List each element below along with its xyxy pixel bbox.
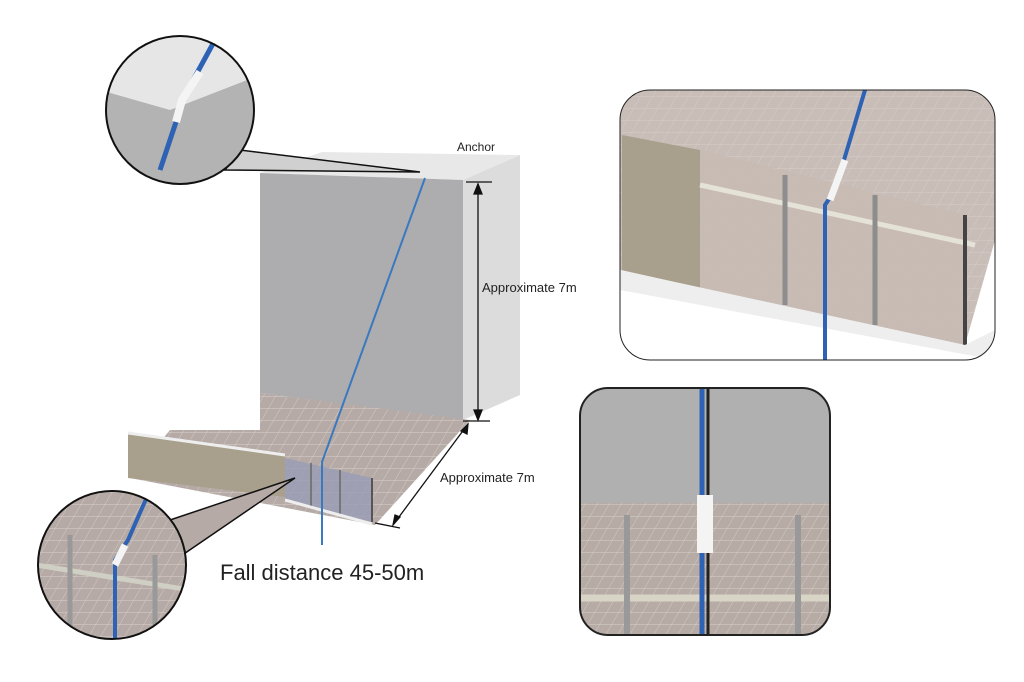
panel-border [579, 387, 831, 636]
edge-detail-panel-top [620, 90, 995, 360]
edge-detail-panel-bottom [580, 388, 830, 635]
fall-distance-label: Fall distance 45-50m [220, 560, 425, 585]
panel-border [619, 89, 996, 361]
parapet-wall [127, 431, 286, 497]
floor [130, 393, 470, 525]
anchor-label: Anchor [457, 140, 496, 154]
rope [321, 177, 426, 545]
height-label: Approximate 7m [482, 280, 577, 295]
height-dimension [463, 181, 492, 422]
anchor-detail-callout [105, 35, 421, 185]
building [260, 152, 520, 420]
railing-detail-callout [37, 477, 296, 640]
depth-dimension [374, 422, 469, 529]
glass-railing [284, 458, 373, 526]
depth-label: Approximate 7m [440, 470, 535, 485]
